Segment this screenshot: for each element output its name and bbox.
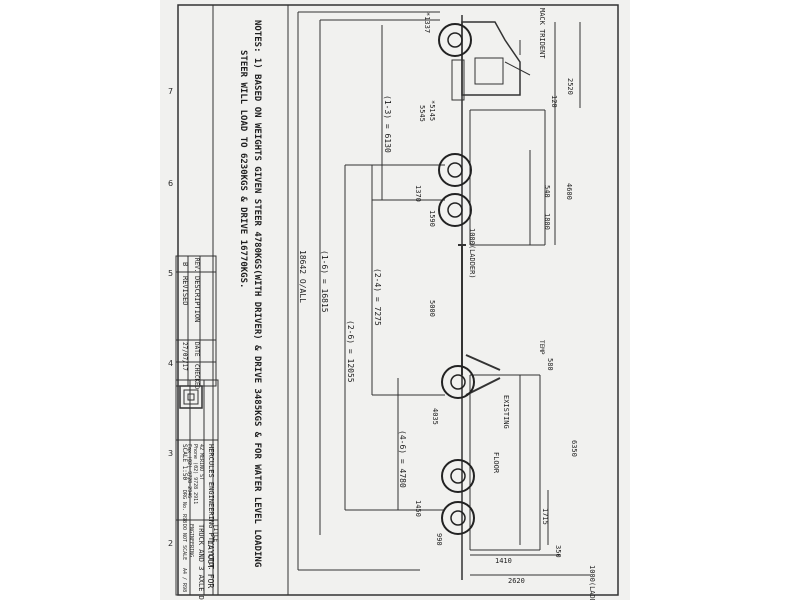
overall-dimension-lines — [297, 11, 445, 571]
grid-number-2: 2 — [168, 539, 173, 548]
axle-1-6-label: (1-6) = 16815 — [320, 250, 329, 313]
existing-label: EXISTING — [502, 395, 510, 429]
dim-1450: 1450 — [414, 500, 422, 517]
revision-description-header: DESCRIPTION — [193, 276, 201, 322]
title-label: TITLE — [212, 524, 219, 542]
revision-status: REVISED — [181, 276, 189, 306]
fuel-tank — [451, 59, 465, 101]
axle-2-6-label: (2-6) = 12055 — [346, 320, 355, 383]
overall-length-label: 18642 O/ALL — [298, 250, 307, 303]
dim-120: 120 — [550, 95, 558, 108]
revision-col-header: REV. — [193, 258, 200, 272]
dim-5545: 5545 — [418, 105, 426, 122]
wheel-dog-2 — [441, 459, 475, 493]
engineering-label: ENGINEERING — [188, 524, 194, 557]
truck-model-label: MACK TRIDENT — [538, 8, 546, 59]
wheel-dog-1 — [441, 365, 475, 399]
paper-sheet — [160, 0, 630, 600]
dim-5000: 5000 — [428, 300, 436, 317]
drawing-title: LAYOUT FOR — [206, 540, 215, 588]
company-address: 42 MERINO ST — [198, 444, 204, 480]
grid-number-3: 3 — [168, 449, 173, 458]
sheet-size-label: A4 / R98 — [181, 568, 187, 592]
dim-1715: 1715 — [541, 508, 549, 525]
revision-date-header: DATE — [193, 342, 200, 357]
drawing-number: DRG No. R98 — [181, 490, 187, 523]
drawbar-arm — [465, 377, 501, 396]
vehicle-outline — [451, 15, 546, 580]
mirror-arm — [504, 61, 531, 76]
wheel-drive-1 — [438, 153, 472, 187]
wheel-steer — [438, 23, 472, 57]
wheel-dog-3 — [441, 501, 475, 535]
dim-6350: 6350 — [570, 440, 578, 457]
dim-1370: 1370 — [414, 185, 422, 202]
axle-2-4-label: (2-4) = 7275 — [373, 268, 382, 326]
notes-line-1: NOTES: 1) BASED ON WEIGHTS GIVEN STEER 4… — [252, 20, 262, 567]
truck-cab — [461, 21, 521, 96]
dim-580: 580 — [546, 358, 554, 371]
dim-1337: *1337 — [423, 12, 431, 33]
grid-number-5: 5 — [168, 269, 173, 278]
dim-4600: 4600 — [565, 183, 573, 200]
notes-line-2: STEER WILL LOAD TO 6230KGS & DRIVE 16770… — [238, 50, 248, 288]
revision-date-value: 27/07/17 — [181, 342, 188, 371]
cab-window — [474, 57, 504, 85]
grid-number-7: 7 — [168, 87, 173, 96]
dim-1410: 1410 — [495, 557, 512, 565]
drawing-subtitle: TRUCK AND 3 AXLE DOG — [197, 524, 205, 600]
axle-4-6-label: (4-6) = 4780 — [398, 430, 407, 488]
drawing-scale: SCALE 1:50 — [181, 444, 188, 481]
title-block-frame — [175, 379, 219, 596]
dim-2620: 2620 — [508, 577, 525, 585]
grid-number-6: 6 — [168, 179, 173, 188]
do-not-scale-label: DO NOT SCALE — [181, 524, 187, 560]
revision-letter: B — [181, 262, 189, 266]
logo-mark — [183, 389, 199, 405]
revision-table: B REVISED 27/07/17 REV. DESCRIPTION DATE… — [175, 255, 217, 390]
dim-5145: *5145 — [428, 100, 436, 121]
drawbar-arm — [465, 354, 501, 371]
dim-4035: 4035 — [431, 408, 439, 425]
dim-990: 990 — [435, 533, 443, 546]
dim-1590: 1590 — [428, 210, 436, 227]
company-name: HERCULES ENGINEERING PTY. LTD. — [207, 444, 215, 570]
dim-350: 350 — [554, 545, 562, 558]
sheet-border — [177, 4, 619, 596]
company-phone: Phone (02) 9728 2911 — [192, 444, 198, 504]
dim-1800: 1800 — [543, 213, 551, 230]
company-fax: Fax (02) 9728 2946 — [186, 444, 192, 498]
notes-block: NOTES: 1) BASED ON WEIGHTS GIVEN STEER 4… — [238, 20, 262, 567]
grid-number-4: 4 — [168, 359, 173, 368]
company-logo — [179, 385, 203, 409]
title-block: HERCULES ENGINEERING PTY. LTD. 42 MERINO… — [175, 379, 219, 600]
axle-1-3-label: (1-3) = 6130 — [383, 95, 392, 153]
dim-2520: 2520 — [566, 78, 574, 95]
dim-540: 540 — [543, 185, 551, 198]
wheels — [438, 23, 475, 535]
dim-ladder-rear: 1000(LADD — [588, 565, 596, 600]
dim-ladder-front: 1000(LADDER) — [468, 228, 476, 279]
temp-label: TEMP — [538, 340, 545, 355]
floor-label: FLOOR — [492, 452, 500, 474]
revision-checked-header: CHECKED — [193, 364, 200, 390]
right-dimension-lines — [470, 22, 590, 576]
wheel-drive-2 — [438, 193, 472, 227]
grid-numbers: 7 6 5 4 3 2 — [168, 87, 173, 548]
